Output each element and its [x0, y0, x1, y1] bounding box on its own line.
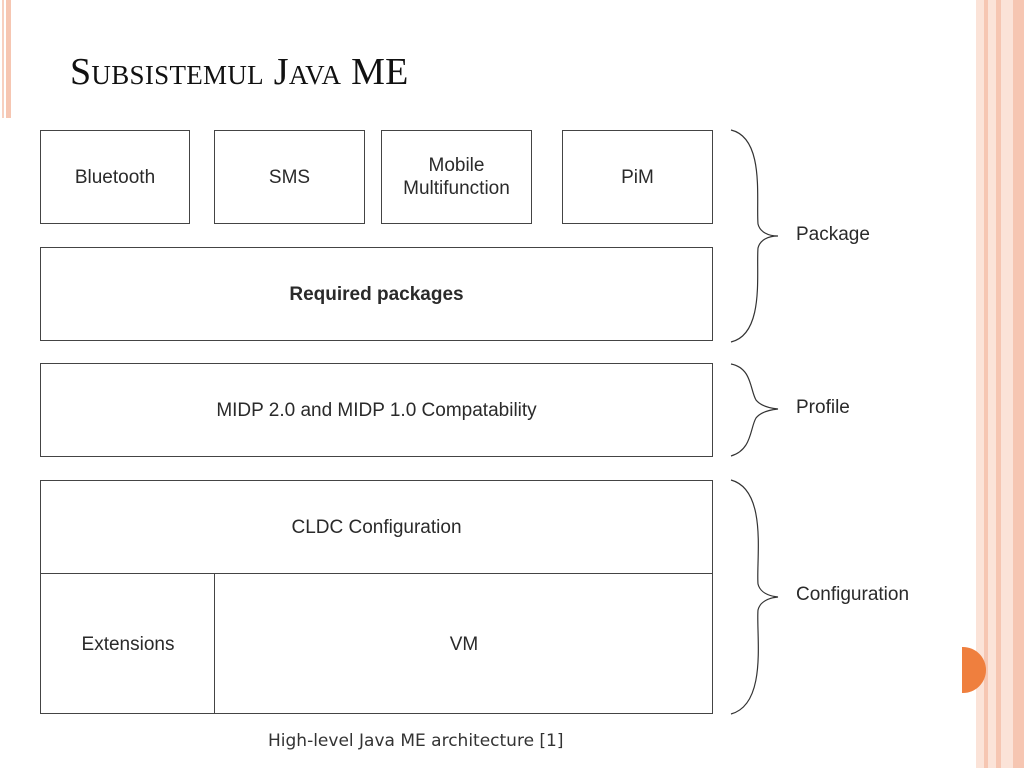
cldc-configuration-area: CLDC Configuration	[41, 481, 712, 574]
divider-line	[40, 573, 713, 574]
box-label: MIDP 2.0 and MIDP 1.0 Compatability	[216, 399, 537, 421]
box-label: Extensions	[81, 633, 175, 655]
box-label: Bluetooth	[74, 166, 156, 188]
profile-brace	[730, 363, 779, 457]
midp-profile-box: MIDP 2.0 and MIDP 1.0 Compatability	[40, 363, 713, 457]
decorative-stripe	[988, 0, 996, 768]
left-accent-bar	[2, 0, 11, 118]
configuration-brace	[730, 479, 779, 715]
decorative-stripe	[1013, 0, 1024, 768]
required-packages-box: Required packages	[40, 247, 713, 341]
box-label: Mobile Multifunction	[403, 155, 510, 199]
box-label: Required packages	[289, 283, 464, 305]
sms-package-box: SMS	[214, 130, 365, 224]
decorative-stripe	[976, 0, 984, 768]
mobile-multifunction-package-box: Mobile Multifunction	[381, 130, 532, 224]
divider-line	[214, 574, 215, 714]
configuration-layer-label: Configuration	[796, 584, 910, 605]
decorative-stripe	[1001, 0, 1013, 768]
slide-title: Subsistemul Java ME	[70, 51, 409, 93]
box-label: CLDC Configuration	[291, 517, 462, 538]
box-label: SMS	[268, 166, 311, 188]
bluetooth-package-box: Bluetooth	[40, 130, 190, 224]
decorative-stripe	[984, 0, 988, 768]
vm-area: VM	[216, 575, 712, 713]
configuration-block: CLDC Configuration Extensions VM	[40, 480, 713, 714]
package-layer-label: Package	[796, 224, 870, 245]
diagram-caption: High-level Java ME architecture [1]	[268, 731, 564, 751]
decorative-stripe	[996, 0, 1001, 768]
pim-package-box: PiM	[562, 130, 713, 224]
profile-layer-label: Profile	[796, 397, 850, 418]
package-brace	[730, 129, 779, 343]
box-label: PiM	[621, 166, 654, 188]
extensions-area: Extensions	[41, 575, 215, 713]
box-label: VM	[449, 633, 479, 655]
